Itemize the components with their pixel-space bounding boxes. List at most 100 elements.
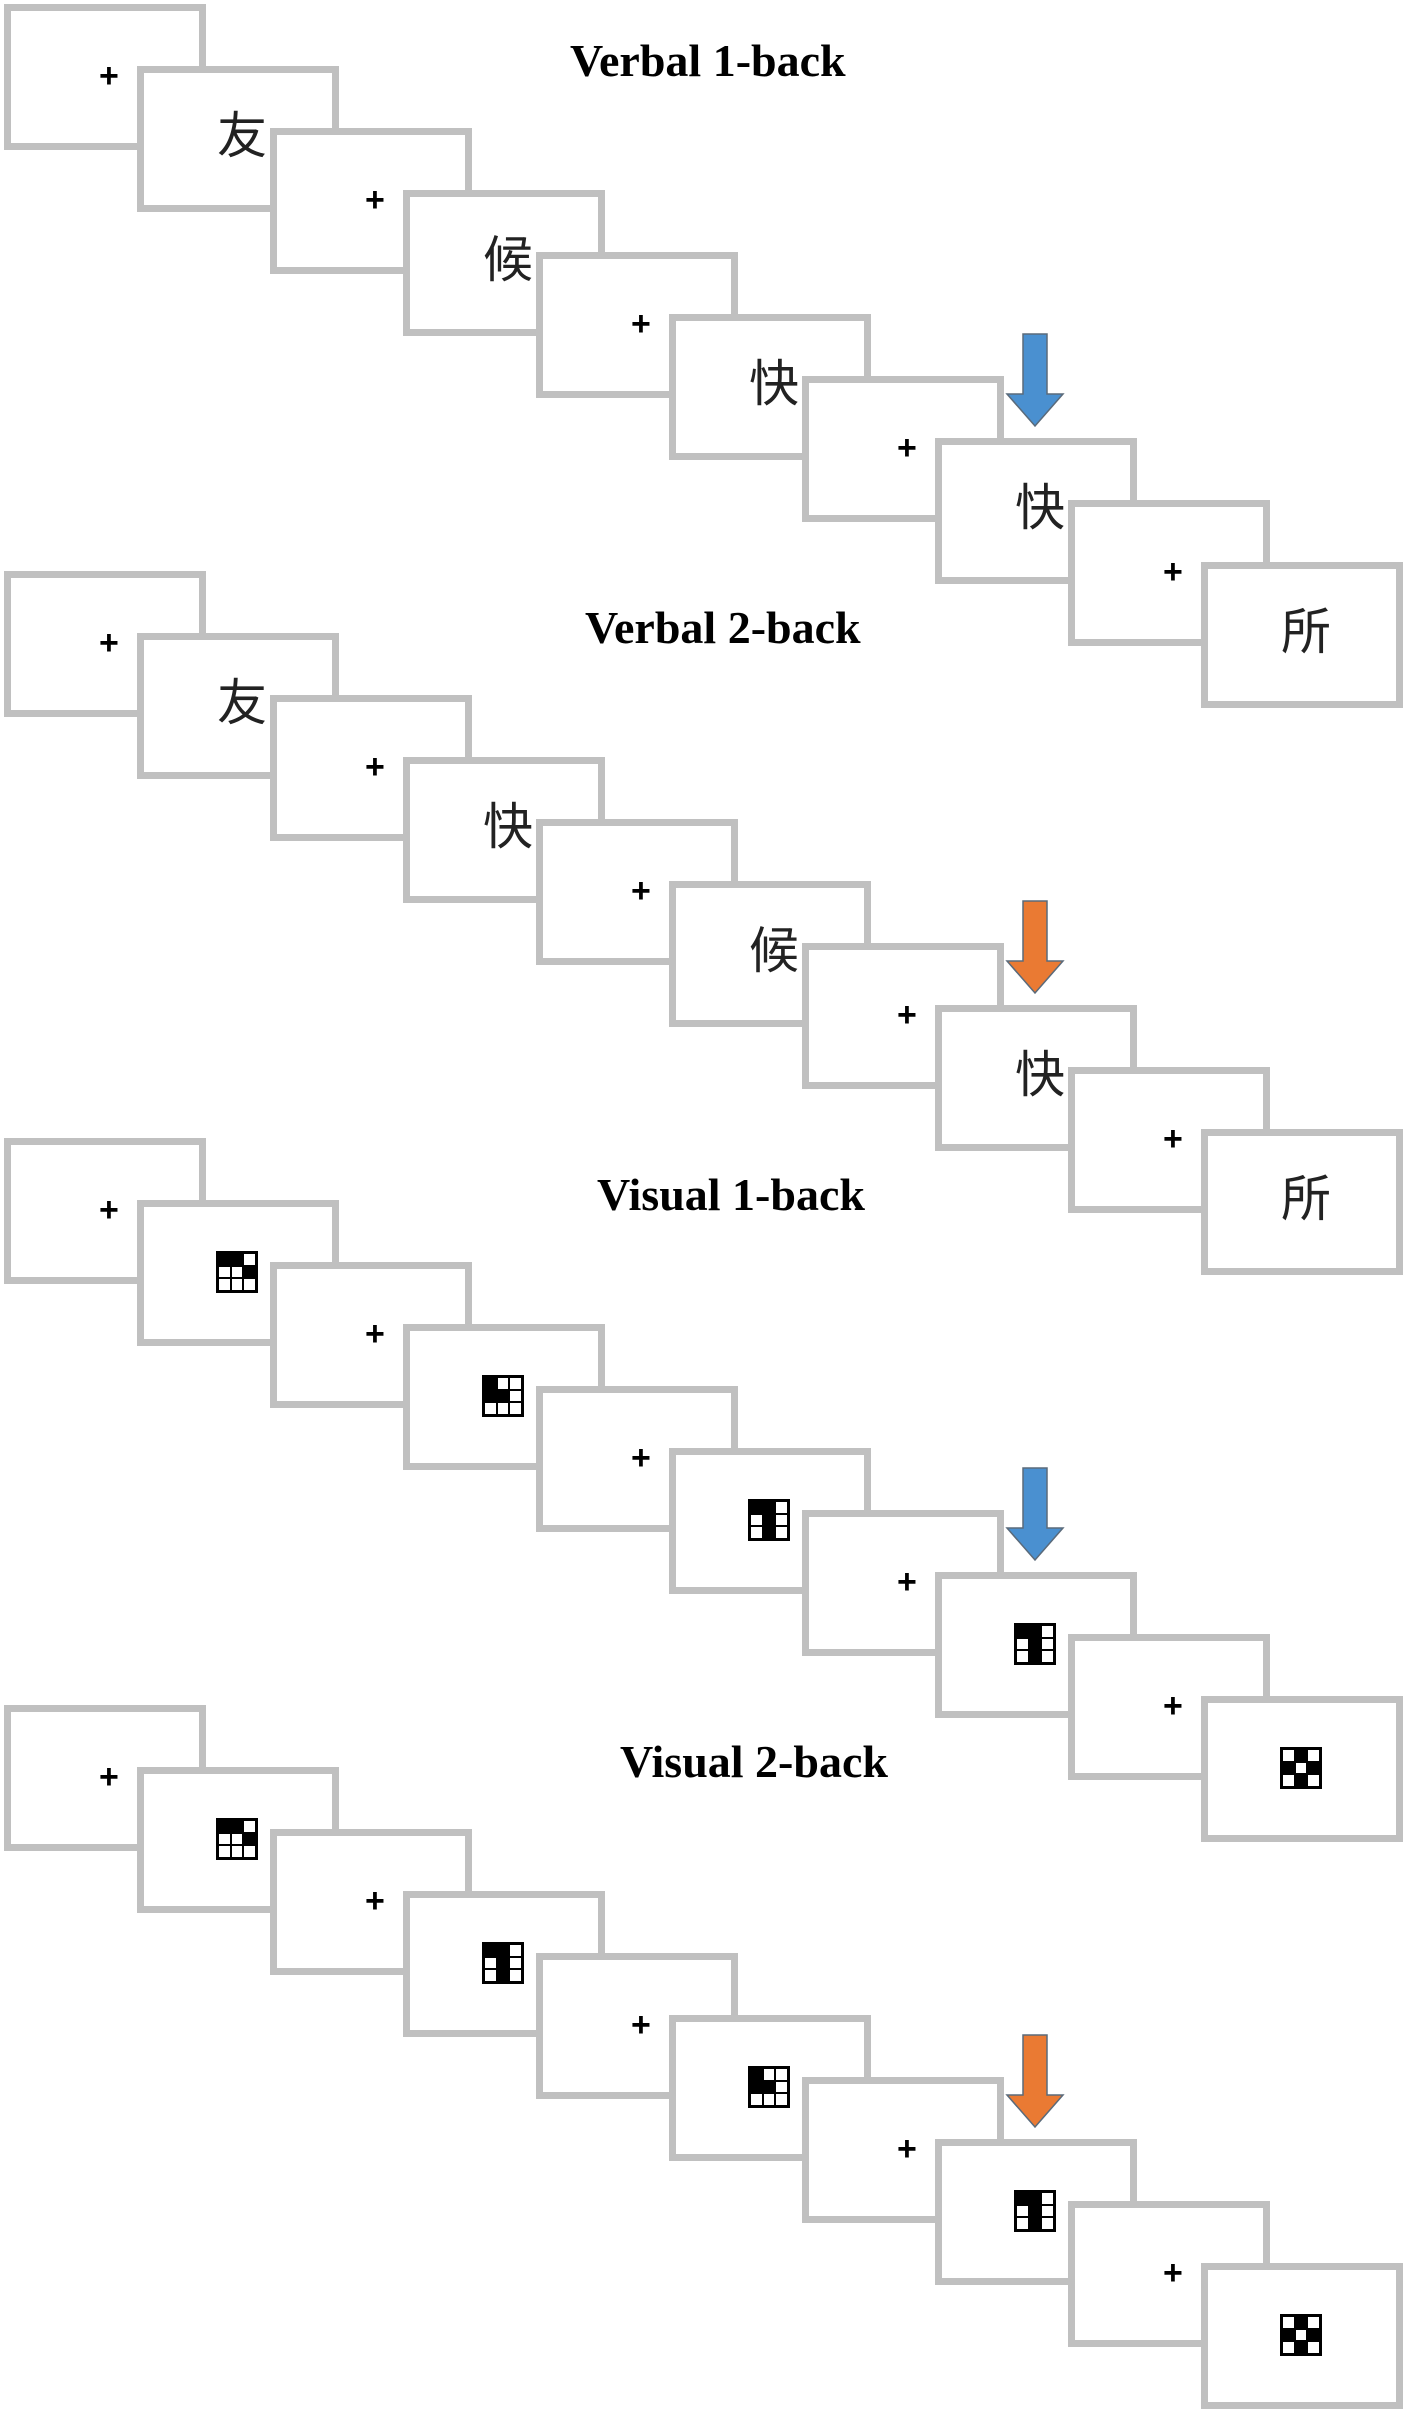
- fixation-cross: +: [897, 1563, 917, 1601]
- grid-cell: [1294, 2316, 1308, 2329]
- fixation-cross: +: [99, 1758, 119, 1796]
- grid-cell: [1041, 2204, 1054, 2218]
- fixation-cross: +: [1163, 2254, 1183, 2292]
- chinese-character: 所: [1281, 1170, 1331, 1228]
- grid-cell: [1307, 2341, 1320, 2354]
- grid-cell: [1282, 2328, 1295, 2342]
- grid-cell: [1028, 2217, 1042, 2230]
- grid-pattern-B: [748, 2066, 790, 2108]
- fixation-cross: +: [1163, 1687, 1183, 1725]
- grid-cell: [484, 1956, 497, 1970]
- grid-cell: [775, 1513, 788, 1527]
- grid-cell: [750, 2068, 763, 2081]
- fixation-cross: +: [365, 1882, 385, 1920]
- chinese-character: 候: [483, 231, 533, 289]
- fixation-cross: +: [897, 429, 917, 467]
- grid-cell: [750, 2080, 763, 2094]
- grid-cell: [218, 1253, 231, 1266]
- grid-cell: [1307, 2316, 1320, 2329]
- grid-cell: [1282, 2316, 1295, 2329]
- arrow-down-icon: [1005, 333, 1065, 428]
- grid-cell: [1028, 1625, 1042, 1638]
- grid-cell: [243, 1820, 256, 1833]
- grid-cell: [218, 1265, 231, 1279]
- stimulus-frame: 所: [1201, 562, 1403, 708]
- grid-cell: [509, 1944, 522, 1957]
- grid-cell: [230, 1278, 244, 1291]
- chinese-character: 快: [749, 355, 799, 413]
- stimulus-frame: [1201, 1696, 1403, 1842]
- grid-cell: [750, 1513, 763, 1527]
- grid-cell: [484, 1969, 497, 1982]
- grid-cell: [762, 1526, 776, 1539]
- grid-cell: [1041, 2192, 1054, 2205]
- grid-cell: [243, 1832, 256, 1846]
- grid-pattern-D: [1280, 1747, 1322, 1789]
- grid-pattern-A: [216, 1818, 258, 1860]
- grid-cell: [1028, 1650, 1042, 1663]
- grid-cell: [1016, 1637, 1029, 1651]
- fixation-cross: +: [631, 1439, 651, 1477]
- grid-cell: [1016, 2192, 1029, 2205]
- grid-cell: [496, 1944, 510, 1957]
- grid-cell: [509, 1402, 522, 1415]
- grid-cell: [762, 1501, 776, 1514]
- grid-cell: [1294, 1774, 1308, 1787]
- grid-cell: [1041, 1650, 1054, 1663]
- grid-cell: [1282, 1774, 1295, 1787]
- grid-pattern-A: [216, 1251, 258, 1293]
- grid-cell: [230, 1820, 244, 1833]
- grid-cell: [762, 1513, 776, 1527]
- grid-cell: [1307, 1749, 1320, 1762]
- grid-cell: [496, 1402, 510, 1415]
- fixation-cross: +: [1163, 553, 1183, 591]
- grid-pattern-C: [1014, 1623, 1056, 1665]
- grid-cell: [1016, 2217, 1029, 2230]
- stimulus-frame: [1201, 2263, 1403, 2409]
- grid-cell: [762, 2093, 776, 2106]
- grid-cell: [509, 1956, 522, 1970]
- grid-cell: [1282, 1761, 1295, 1775]
- grid-cell: [775, 1501, 788, 1514]
- grid-cell: [750, 1526, 763, 1539]
- fixation-cross: +: [99, 624, 119, 662]
- grid-cell: [1028, 2192, 1042, 2205]
- grid-cell: [509, 1969, 522, 1982]
- fixation-cross: +: [897, 2130, 917, 2168]
- fixation-cross: +: [631, 305, 651, 343]
- grid-cell: [496, 1389, 510, 1403]
- grid-cell: [484, 1377, 497, 1390]
- grid-cell: [230, 1845, 244, 1858]
- chinese-character: 友: [217, 107, 267, 165]
- grid-cell: [1294, 1749, 1308, 1762]
- grid-pattern-C: [1014, 2190, 1056, 2232]
- panel-title: Verbal 2-back: [585, 602, 861, 653]
- grid-cell: [750, 2093, 763, 2106]
- chinese-character: 快: [483, 798, 533, 856]
- grid-cell: [750, 1501, 763, 1514]
- grid-cell: [1294, 2341, 1308, 2354]
- grid-pattern-C: [748, 1499, 790, 1541]
- grid-cell: [1041, 1625, 1054, 1638]
- grid-cell: [1307, 1761, 1320, 1775]
- fixation-cross: +: [99, 57, 119, 95]
- grid-cell: [484, 1402, 497, 1415]
- arrow-down-icon: [1005, 2034, 1065, 2129]
- chinese-character: 候: [749, 922, 799, 980]
- grid-cell: [1028, 1637, 1042, 1651]
- chinese-character: 快: [1015, 1046, 1065, 1104]
- grid-cell: [1294, 2328, 1308, 2342]
- chinese-character: 快: [1015, 479, 1065, 537]
- grid-cell: [775, 1526, 788, 1539]
- chinese-character: 友: [217, 674, 267, 732]
- fixation-cross: +: [365, 748, 385, 786]
- grid-cell: [496, 1969, 510, 1982]
- grid-pattern-D: [1280, 2314, 1322, 2356]
- grid-cell: [509, 1377, 522, 1390]
- grid-cell: [243, 1845, 256, 1858]
- grid-cell: [1016, 2204, 1029, 2218]
- grid-cell: [218, 1820, 231, 1833]
- stimulus-frame: 所: [1201, 1129, 1403, 1275]
- fixation-cross: +: [1163, 1120, 1183, 1158]
